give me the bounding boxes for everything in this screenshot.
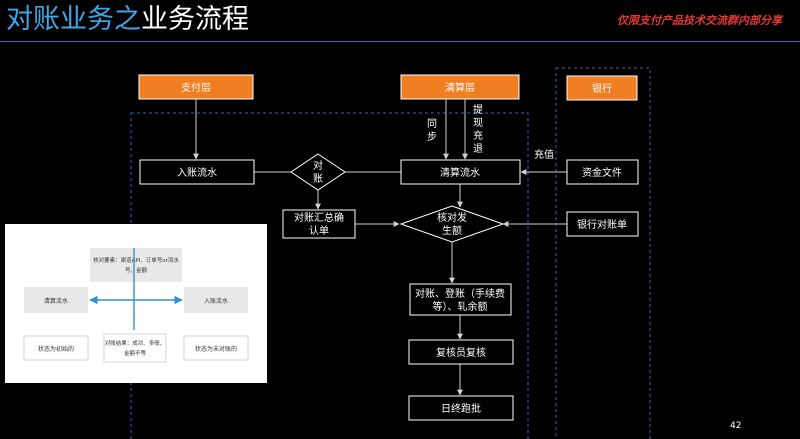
decision-amount-label-2: 生额 — [442, 224, 462, 237]
decision-reconcile-label-2: 账 — [313, 173, 323, 185]
title-divider — [0, 41, 800, 42]
inset-status-initial-label: 状态为初始的 — [38, 345, 74, 353]
inset-clearing-flow — [24, 287, 88, 313]
node-funds-file — [566, 159, 639, 185]
title-rest: 业务流程 — [141, 4, 249, 35]
label-withdraw-2: 现 — [473, 117, 483, 129]
node-clearing-flow-label: 清算流水 — [440, 166, 480, 179]
lane-bank-label: 银行 — [592, 82, 612, 95]
share-note: 仅限支付产品技术交流群内部分享 — [617, 14, 782, 27]
page-title: 对账业务之业务流程 — [6, 2, 249, 38]
node-entry-flow-label: 入账流水 — [177, 166, 217, 179]
label-sync-1: 同 — [427, 118, 437, 130]
decision-reconcile — [290, 153, 346, 191]
lane-clearing — [400, 74, 520, 100]
inset-status-unreconciled — [183, 335, 249, 361]
decision-reconcile-label-1: 对 — [313, 159, 323, 172]
node-adjust — [409, 283, 512, 316]
label-withdraw-4: 退 — [473, 143, 483, 155]
node-clearing-flow — [400, 159, 521, 185]
system-region — [130, 112, 529, 439]
node-bank-statement-label: 银行对账单 — [577, 218, 627, 231]
inset-result-line-2: 金额不等 — [124, 349, 147, 357]
node-eod-label: 日终跑批 — [441, 402, 481, 415]
title-highlight: 对账业务之 — [6, 4, 141, 35]
inset-key-points — [90, 248, 182, 282]
lane-bank — [566, 75, 638, 101]
inset-entry-flow-label: 入账流水 — [204, 297, 228, 305]
label-withdraw-3: 充 — [473, 129, 483, 142]
node-funds-file-label: 资金文件 — [582, 166, 622, 179]
node-summary — [282, 209, 356, 239]
inset-panel: 核对要素：渠道API、订单号or流水 号、金额 清算流水 入账流水 状态为初始的… — [5, 224, 267, 383]
inset-key-points-line-1: 核对要素：渠道API、订单号or流水 — [93, 256, 179, 264]
node-eod — [408, 395, 514, 421]
inset-result — [103, 333, 167, 363]
node-summary-label-2: 认单 — [309, 224, 329, 237]
decision-amount-label-1: 核对发 — [437, 211, 467, 224]
page-number: 42 — [730, 421, 742, 431]
node-adjust-label-2: 等）、轧余额 — [433, 300, 488, 313]
inset-entry-flow — [184, 287, 248, 313]
node-summary-label-1: 对账汇总确 — [294, 211, 344, 224]
bank-region — [555, 67, 651, 439]
inset-result-line-1: 对账结果：成功、多账、 — [105, 339, 166, 347]
inset-status-unreconciled-label: 状态为未对账的 — [195, 345, 237, 353]
label-withdraw-1: 提 — [473, 104, 483, 116]
node-adjust-label-1: 对账、登账（手续费 — [415, 287, 505, 300]
label-recharge: 充值 — [534, 148, 554, 161]
label-sync-2: 步 — [427, 131, 437, 143]
node-bank-statement — [566, 211, 639, 237]
inset-key-points-line-2: 号、金额 — [125, 266, 148, 274]
decision-amount — [399, 205, 505, 243]
node-review — [408, 339, 514, 365]
lane-clearing-label: 清算层 — [445, 81, 475, 94]
node-review-label: 复核员复核 — [436, 346, 486, 359]
node-entry-flow — [139, 159, 255, 185]
lane-payment-label: 支付层 — [181, 81, 211, 94]
inset-clearing-flow-label: 清算流水 — [44, 297, 68, 305]
inset-status-initial — [23, 335, 89, 361]
